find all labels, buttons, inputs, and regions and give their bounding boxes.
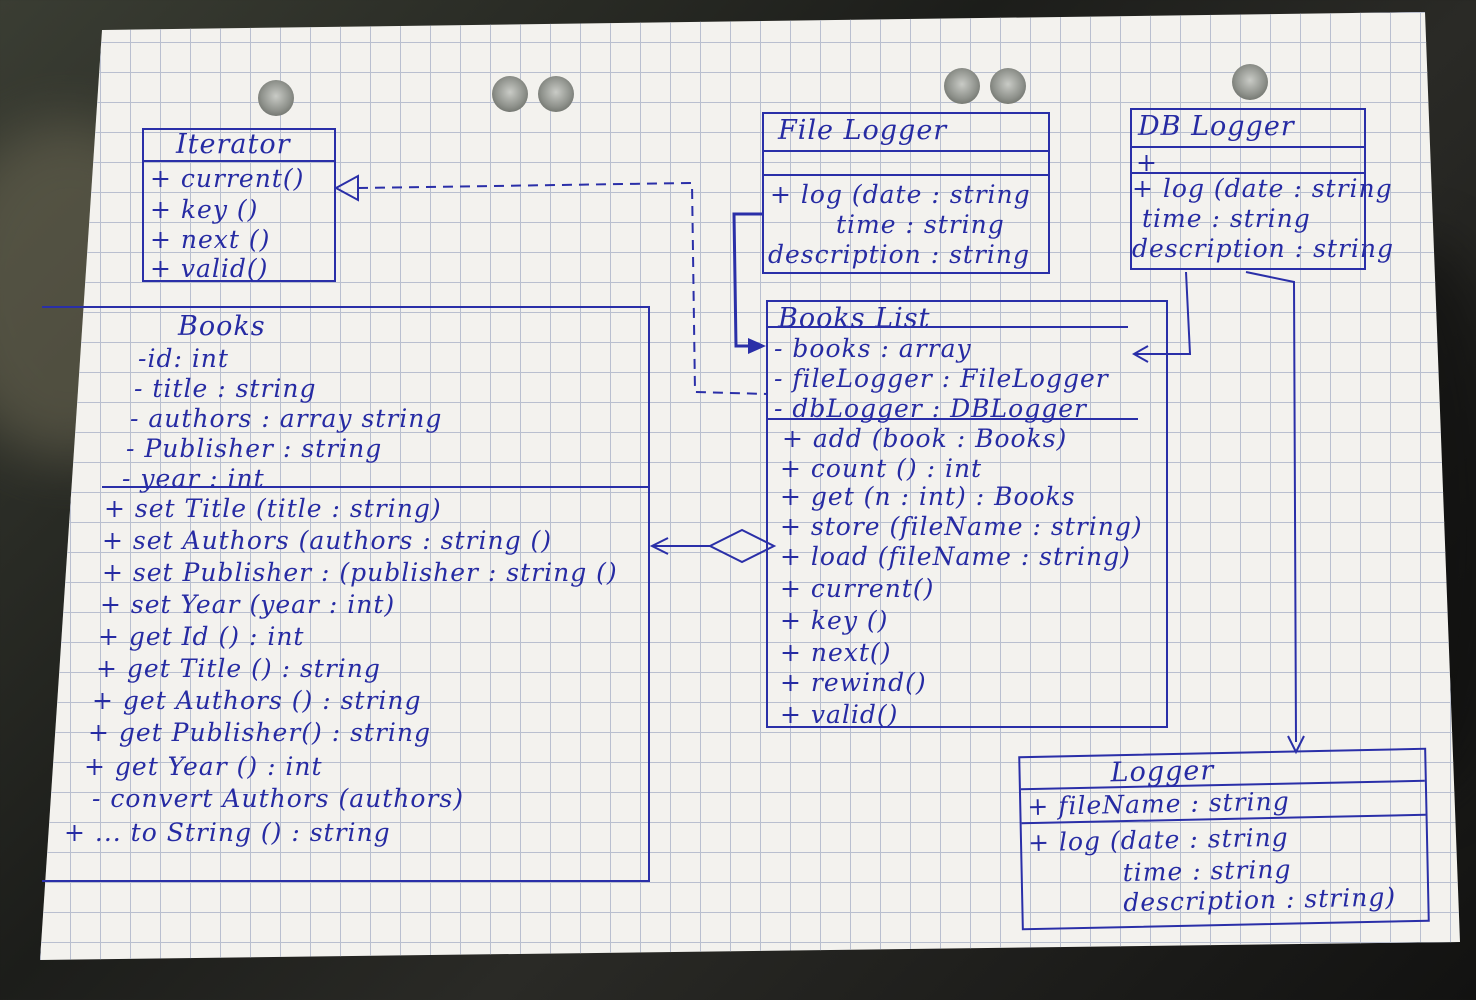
method: + get Authors () : string	[92, 686, 422, 715]
method: description : string	[1132, 234, 1395, 263]
method: + get Title () : string	[96, 654, 381, 683]
method: + add (book : Books)	[782, 424, 1068, 453]
db-logger-class: DB Logger + + log (date : string time : …	[1130, 108, 1393, 270]
method: + get Year () : int	[84, 752, 323, 781]
method: description : string)	[1123, 882, 1397, 918]
dblogger-association-line	[1134, 271, 1192, 355]
filelogger-association-line	[732, 212, 762, 348]
class-name: Books List	[778, 303, 931, 334]
method: + load (fileName : string)	[780, 542, 1131, 571]
method: + valid()	[150, 254, 269, 283]
punch-hole	[492, 76, 528, 112]
books-list-class: Books List - books : array - fileLogger …	[766, 300, 1168, 729]
aggregation-arrowhead	[649, 537, 669, 555]
method: + next()	[780, 638, 892, 667]
method: time : string	[836, 210, 1005, 239]
punch-hole	[258, 80, 294, 116]
attribute: - fileLogger : FileLogger	[774, 364, 1109, 393]
method: + count () : int	[780, 454, 983, 483]
punch-hole	[1232, 64, 1268, 100]
method: time : string	[1142, 204, 1311, 233]
method: + log (date : string	[1132, 174, 1393, 203]
method: - convert Authors (authors)	[92, 784, 464, 813]
method: + get Id () : int	[98, 622, 305, 651]
attribute: +	[1136, 148, 1158, 177]
punch-hole	[944, 68, 980, 104]
method: time : string	[1122, 854, 1292, 888]
method: + log (date : string	[1027, 822, 1289, 858]
dblogger-arrowhead	[1131, 345, 1149, 363]
method: + next ()	[150, 225, 271, 254]
separator	[768, 418, 1138, 420]
separator	[764, 150, 1048, 152]
method: + rewind()	[780, 668, 927, 697]
attribute: -id: int	[138, 344, 229, 373]
attribute: - books : array	[774, 334, 972, 363]
logger-inheritance-line	[1245, 271, 1297, 743]
attribute: - title : string	[134, 374, 317, 403]
method: description : string	[768, 240, 1031, 269]
punch-hole	[990, 68, 1026, 104]
method: + set Publisher : (publisher : string ()	[102, 558, 618, 587]
separator	[768, 326, 1128, 328]
method: + key ()	[150, 195, 259, 224]
method: + key ()	[780, 606, 889, 635]
filelogger-arrowhead	[748, 338, 766, 354]
method: + store (fileName : string)	[780, 512, 1143, 541]
method: + valid()	[780, 700, 899, 729]
separator	[102, 486, 648, 488]
separator	[1132, 146, 1364, 148]
class-name: Iterator	[176, 129, 291, 160]
method: + set Year (year : int)	[100, 590, 396, 619]
class-name: File Logger	[778, 115, 948, 146]
attribute: - authors : array string	[130, 404, 443, 433]
separator	[144, 160, 334, 162]
attribute: - year : int	[122, 464, 265, 493]
separator	[1132, 172, 1364, 174]
iterator-class: Iterator + current() + key () + next () …	[142, 128, 336, 283]
method: + set Title (title : string)	[104, 494, 442, 523]
realization-arrowhead	[333, 174, 359, 202]
method: + get (n : int) : Books	[780, 482, 1076, 511]
method: + get Publisher() : string	[88, 718, 432, 747]
realization-line	[357, 181, 769, 395]
class-name: Books	[178, 311, 266, 342]
method: + ... to String () : string	[64, 818, 391, 847]
method: + log (date : string	[770, 180, 1031, 209]
attribute: - Publisher : string	[126, 434, 383, 463]
aggregation-diamond	[707, 528, 777, 564]
method: + current()	[150, 164, 305, 193]
logger-class: Logger + fileName : string + log (date :…	[1018, 747, 1430, 931]
logger-arrowhead	[1287, 735, 1305, 755]
method: + set Authors (authors : string ()	[102, 526, 553, 555]
class-name: DB Logger	[1138, 111, 1295, 142]
punch-hole	[538, 76, 574, 112]
method: + current()	[780, 574, 935, 603]
file-logger-class: File Logger + log (date : string time : …	[762, 112, 1050, 274]
separator	[764, 174, 1048, 176]
books-class: Books -id: int - title : string - author…	[42, 306, 650, 882]
